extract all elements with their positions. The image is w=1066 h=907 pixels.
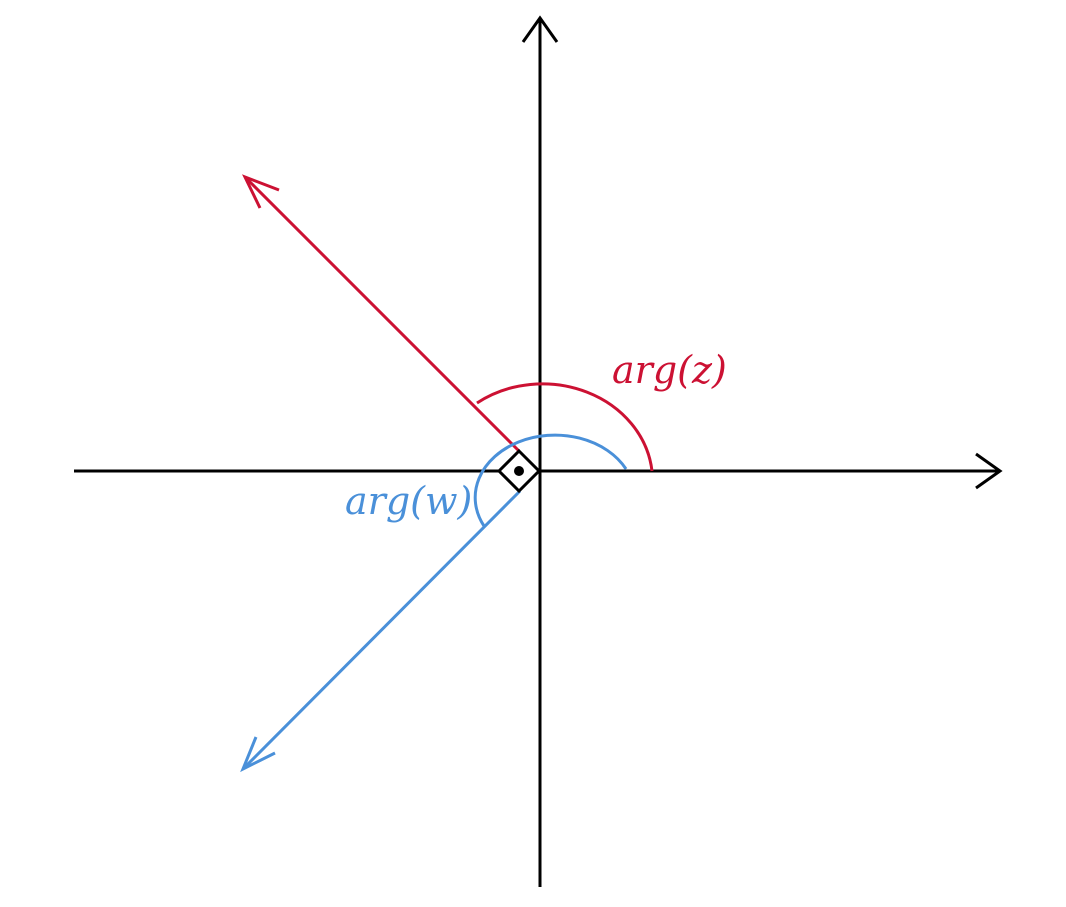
arg-w-arc: [473, 433, 628, 527]
vector-w-arrowhead: [240, 736, 276, 773]
vector-w-line: [241, 489, 522, 771]
arg-z-arc: [476, 382, 654, 472]
right-angle-dot: [514, 466, 524, 476]
axes: [74, 15, 1003, 887]
vector-z: [242, 174, 521, 453]
vector-w: [240, 489, 522, 773]
x-axis-arrowhead: [975, 452, 1003, 490]
arg-z-label: arg(z): [612, 348, 727, 392]
vector-z-arrowhead: [242, 174, 280, 209]
y-axis-arrowhead: [521, 15, 559, 43]
arg-w-label: arg(w): [345, 479, 472, 523]
right-angle-marker-icon: [496, 448, 542, 494]
vector-z-line: [243, 175, 521, 453]
